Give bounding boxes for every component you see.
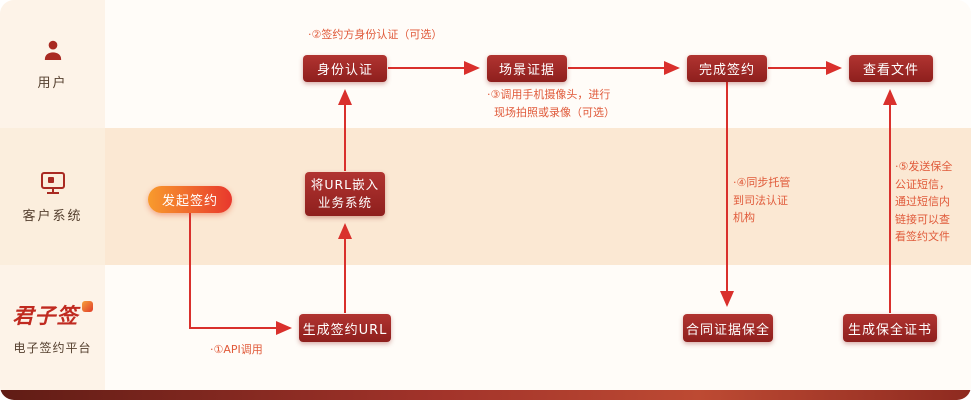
node-contract-evidence-preservation: 合同证据保全 bbox=[683, 314, 773, 342]
lane-platform-label: 电子签约平台 bbox=[13, 340, 92, 355]
lane-client-label: 客户系统 bbox=[22, 208, 83, 224]
node-initiate-signing: 发起签约 bbox=[148, 186, 232, 213]
node-generate-preservation-certificate: 生成保全证书 bbox=[843, 314, 937, 342]
user-icon bbox=[40, 37, 66, 63]
node-generate-signing-url: 生成签约URL bbox=[299, 314, 391, 342]
lane-client-header: 客户系统 bbox=[0, 128, 105, 265]
monitor-icon bbox=[39, 170, 67, 196]
brand-logo: 君子签 bbox=[13, 300, 93, 330]
lane-user-label: 用户 bbox=[37, 76, 68, 91]
annotation-sms-notification: ·⑤发送保全 公证短信， 通过短信内 链接可以查 看签约文件 bbox=[895, 160, 953, 244]
bottom-accent-bar bbox=[0, 390, 971, 400]
annotation-api-call: ·①API调用 bbox=[210, 343, 263, 356]
seal-icon bbox=[81, 300, 93, 312]
lane-user-header: 用户 bbox=[0, 0, 105, 128]
node-identity-authentication: 身份认证 bbox=[303, 55, 387, 82]
node-embed-url: 将URL嵌入 业务系统 bbox=[305, 172, 385, 216]
annotation-camera-optional: ·③调用手机摄像头，进行 现场拍照或录像（可选） bbox=[487, 88, 615, 119]
lane-user: 用户 bbox=[0, 0, 971, 128]
lane-platform-header: 君子签 电子签约平台 bbox=[0, 265, 105, 390]
node-complete-signing: 完成签约 bbox=[687, 55, 767, 82]
brand-logo-text: 君子签 bbox=[12, 302, 79, 328]
node-view-file: 查看文件 bbox=[849, 55, 933, 82]
annotation-identity-optional: ·②签约方身份认证（可选） bbox=[308, 28, 443, 41]
lane-client-system: 客户系统 bbox=[0, 128, 971, 265]
node-scene-evidence: 场景证据 bbox=[487, 55, 567, 82]
annotation-sync-judicial: ·④同步托管 到司法认证 机构 bbox=[733, 176, 791, 225]
lane-platform: 君子签 电子签约平台 bbox=[0, 265, 971, 390]
